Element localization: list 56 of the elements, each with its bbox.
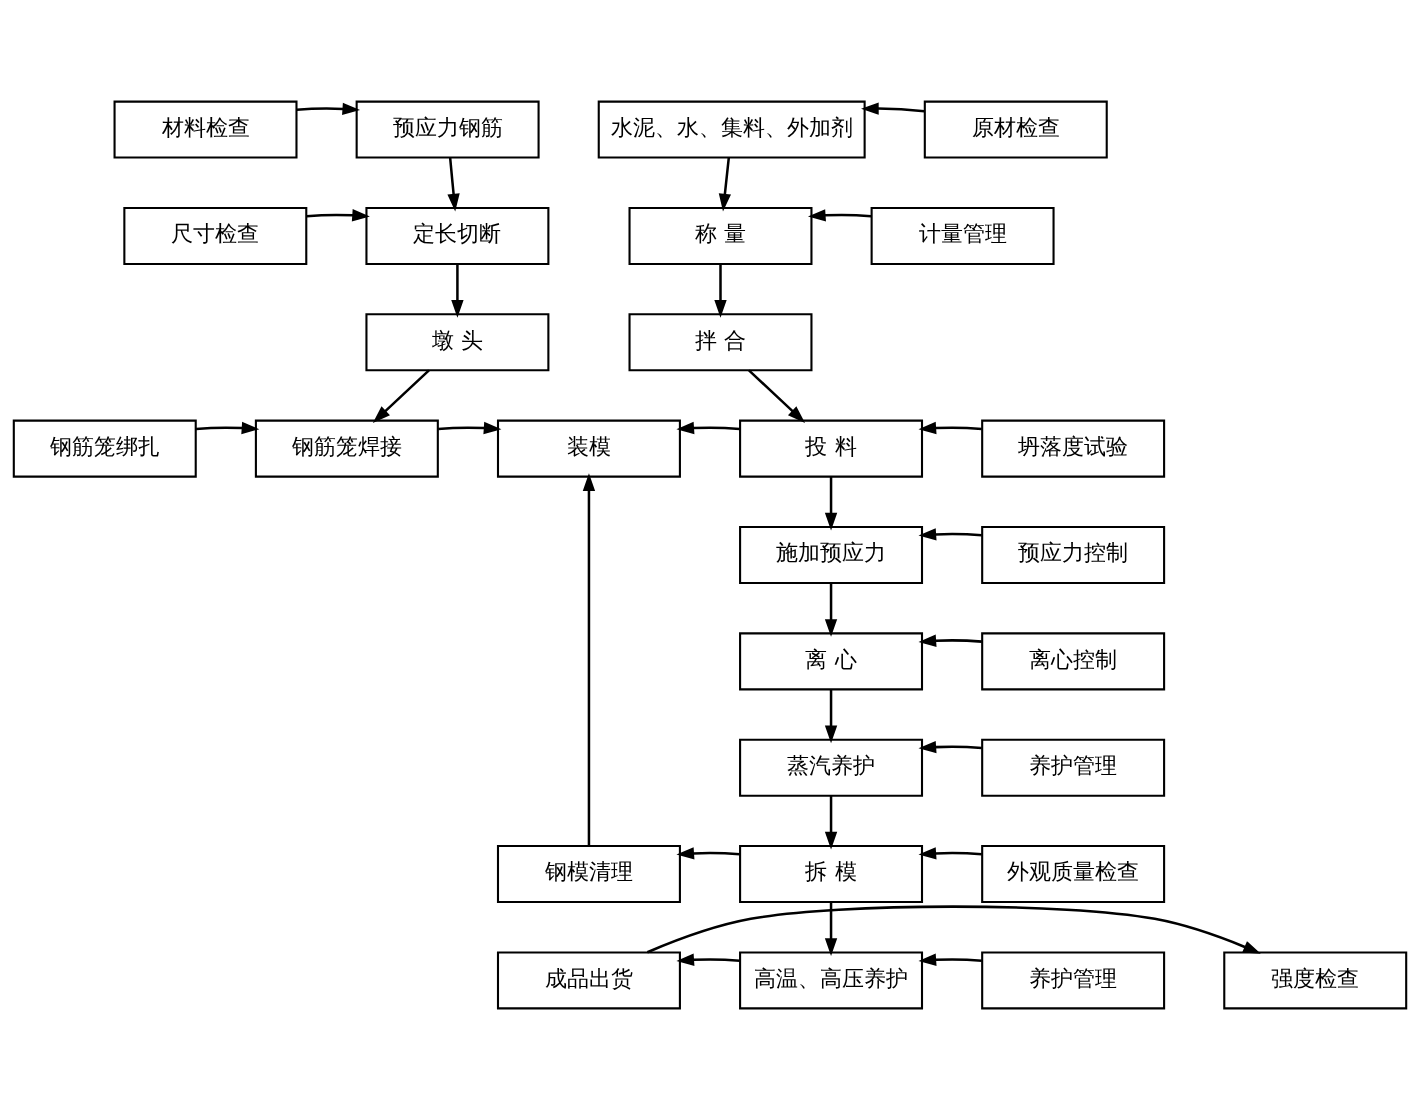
node-box: 施加预应力 [739, 525, 924, 585]
node-box: 原材检查 [923, 100, 1108, 159]
node-box: 外观质量检查 [981, 845, 1166, 904]
arrow [718, 157, 732, 212]
arrow [918, 953, 982, 966]
node-box: 钢筋笼焊接 [254, 419, 439, 478]
arrow [306, 209, 370, 222]
node-box: 墩 头 [365, 313, 550, 372]
arrow [807, 209, 872, 222]
arrow [582, 473, 596, 846]
node-box: 离 心 [739, 632, 924, 691]
arrow [372, 369, 430, 423]
arrow [451, 264, 464, 318]
arrow [748, 369, 806, 423]
arrow [646, 905, 1261, 954]
node-box: 尺寸检查 [123, 206, 308, 265]
node-box: 养护管理 [981, 738, 1166, 797]
node-box: 离心控制 [981, 632, 1166, 691]
node-box: 强度检查 [1223, 951, 1408, 1010]
node-box: 称 量 [628, 206, 813, 265]
arrow [918, 740, 982, 754]
arrow [676, 847, 740, 860]
arrow [447, 157, 460, 212]
arrow [824, 689, 838, 744]
arrow [824, 583, 838, 637]
node-box: 拌 合 [628, 313, 813, 372]
arrow [676, 953, 740, 966]
arrow [918, 634, 982, 647]
node-box: 钢模清理 [496, 845, 681, 904]
node-box: 预应力钢筋 [355, 100, 540, 159]
node-box: 养护管理 [981, 951, 1166, 1010]
node-box: 蒸汽养护 [739, 738, 924, 797]
node-box: 装模 [496, 419, 681, 478]
arrow [676, 421, 740, 435]
node-box: 定长切断 [365, 206, 550, 265]
arrow [296, 102, 361, 116]
node-box: 成品出货 [496, 951, 681, 1010]
node-box: 钢筋笼绑扎 [12, 419, 197, 478]
arrow [824, 902, 838, 956]
arrow [824, 795, 838, 850]
arrow [438, 421, 502, 435]
node-box: 材料检查 [113, 100, 298, 159]
node-box: 坍落度试验 [981, 419, 1166, 478]
node-box: 水泥、水、集料、外加剂 [597, 100, 866, 159]
node-box: 计量管理 [870, 206, 1055, 265]
arrow [195, 421, 260, 435]
arrow [861, 102, 925, 115]
node-box: 投 料 [739, 419, 924, 478]
node-box: 高温、高压养护 [739, 951, 924, 1010]
arrow [918, 421, 982, 435]
node-box: 预应力控制 [981, 525, 1166, 585]
arrow [824, 476, 838, 531]
arrow [714, 264, 727, 318]
node-box: 拆 模 [739, 845, 924, 904]
arrow [918, 847, 982, 860]
arrow [918, 528, 982, 541]
